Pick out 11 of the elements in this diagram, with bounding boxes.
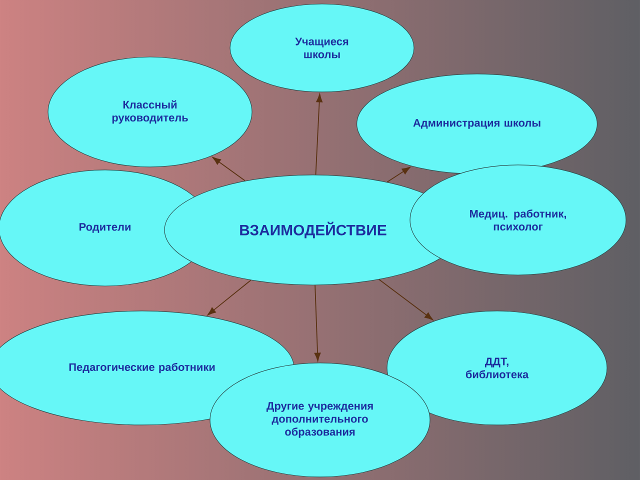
ellipse-node: ДДТ, библиотека <box>386 310 608 426</box>
ellipse-node: Классный руководитель <box>48 56 252 168</box>
arrow <box>314 284 321 362</box>
ellipse-node: Учащиеся школы <box>230 4 414 92</box>
arrow <box>207 280 252 316</box>
arrow <box>212 157 246 182</box>
arrow <box>378 279 434 320</box>
arrow <box>315 94 323 176</box>
arrow <box>386 166 410 182</box>
ellipse-node: Администрация школы <box>356 74 598 174</box>
ellipse-node: Медиц. работник, психолог <box>410 164 626 276</box>
